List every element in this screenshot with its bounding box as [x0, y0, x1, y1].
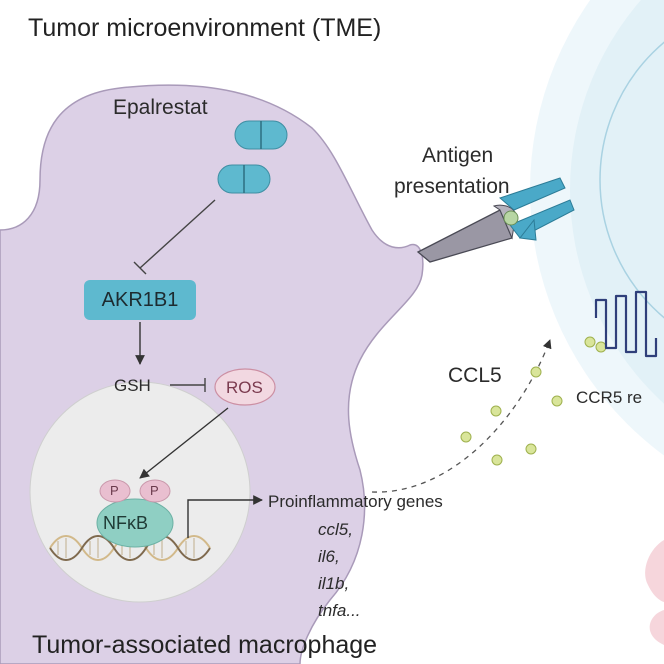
tcr-icon [499, 177, 575, 241]
macrophage-label: Tumor-associated macrophage [32, 631, 378, 659]
secretion-path [371, 339, 552, 493]
tumor-cell-edge-2 [649, 610, 664, 645]
phospho-label-2: P [150, 483, 159, 498]
arrow-transcription [187, 495, 263, 538]
nfkb-protein [96, 498, 174, 548]
epalrestat-label: Epalrestat [113, 96, 208, 119]
phospho-group-2 [139, 479, 171, 503]
ccr5-receptor-label: CCR5 re [576, 388, 643, 407]
phospho-label-1: P [110, 483, 119, 498]
antigen-label-line2: presentation [394, 175, 510, 198]
gene-item: tnfa... [318, 601, 361, 620]
page-title: Tumor microenvironment (TME) [28, 14, 382, 42]
gene-item: il1b, [318, 574, 350, 593]
mhc-molecule-icon [416, 204, 517, 263]
gene-item: ccl5, [318, 520, 353, 539]
t-cell [530, 0, 664, 456]
ccr5-receptor-icon [594, 290, 658, 358]
epalrestat-capsule-icon [217, 120, 288, 194]
nfkb-label: NFκB [103, 513, 148, 533]
ros-bubble [214, 368, 276, 406]
inhibition-epalrestat-akr1b1 [133, 199, 216, 275]
ccl5-label: CCL5 [448, 364, 502, 387]
antigen-label-line1: Antigen [422, 144, 494, 167]
ros-label: ROS [226, 378, 263, 397]
tumor-cell-edge [645, 540, 664, 602]
genes-heading: Proinflammatory genes [268, 492, 443, 511]
akr1b1-enzyme: AKR1B1 [84, 280, 196, 320]
inhibition-gsh-ros [170, 378, 206, 392]
akr1b1-label: AKR1B1 [101, 288, 179, 311]
peptide-antigen [503, 210, 519, 226]
gsh-label: GSH [114, 376, 151, 395]
arrow-ros-nfkb [139, 407, 229, 479]
macrophage-body [0, 84, 424, 664]
phospho-group-1 [99, 479, 131, 503]
gene-item: il6, [318, 547, 340, 566]
